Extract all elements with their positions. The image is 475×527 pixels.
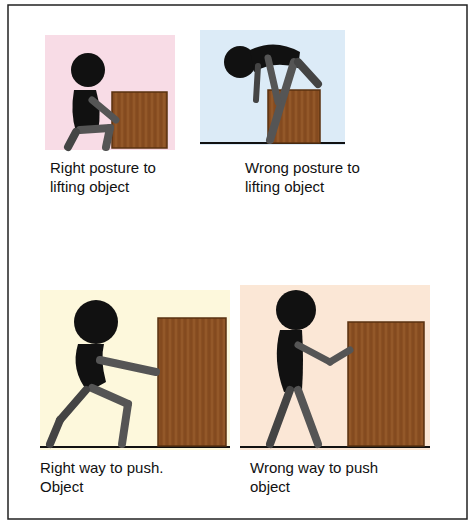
wrong-push-figure <box>240 285 430 450</box>
caption-text: Wrong way to push object <box>250 458 405 496</box>
caption-text: Wrong posture to lifting object <box>245 158 390 196</box>
right-lift-figure <box>45 35 175 150</box>
caption-text: Right posture to lifting object <box>50 158 180 196</box>
right-push-figure <box>40 290 230 450</box>
wrong-lift-figure <box>200 30 345 145</box>
frame <box>8 5 467 519</box>
caption-text: Right way to push. Object <box>40 458 195 496</box>
